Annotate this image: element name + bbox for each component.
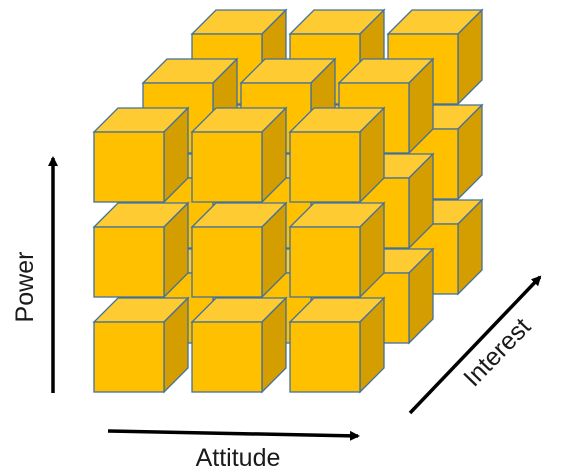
cube-front-face [191,131,263,203]
cube-l0-r2-c0 [92,106,190,204]
cube-front-face [289,226,361,298]
cube-front-face [93,131,165,203]
attitude-axis-arrow [107,429,360,441]
cube-front-face [191,226,263,298]
cube-front-face [289,131,361,203]
interest-axis-arrow [408,275,542,415]
cube-l0-r0-c2 [288,296,386,394]
cube-l0-r1-c1 [190,201,288,299]
cube-front-face [93,321,165,393]
cube-front-face [93,226,165,298]
cube-front-face [191,321,263,393]
cube-l0-r2-c2 [288,106,386,204]
power-axis-label: Power [11,252,39,323]
cube-grid [92,8,484,394]
cube-l0-r0-c0 [92,296,190,394]
cube-front-face [289,321,361,393]
cube-l0-r2-c1 [190,106,288,204]
attitude-axis-label: Attitude [196,444,281,472]
cube-l0-r1-c0 [92,201,190,299]
cube-l0-r1-c2 [288,201,386,299]
cube-l0-r0-c1 [190,296,288,394]
